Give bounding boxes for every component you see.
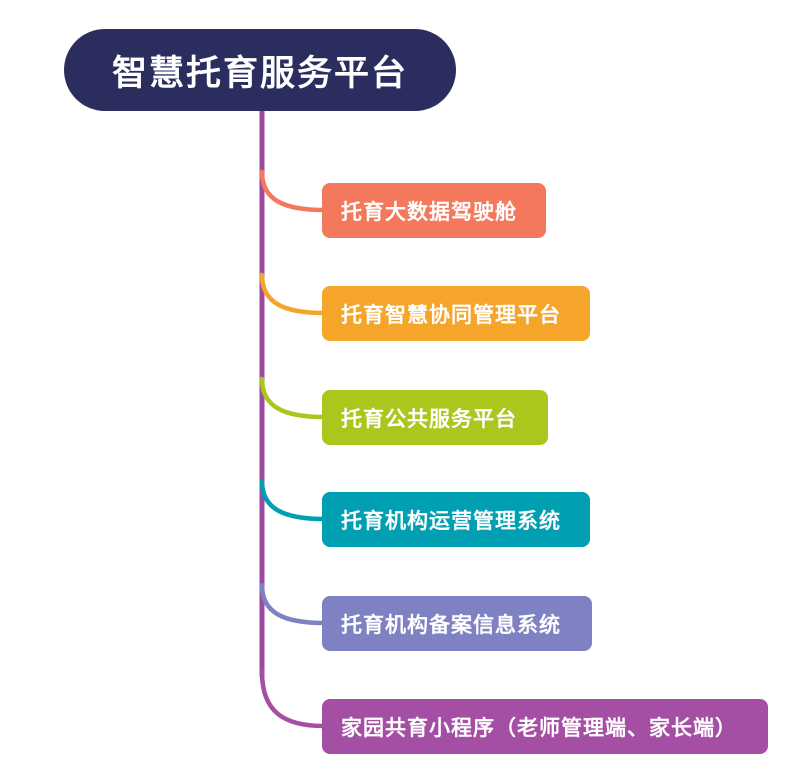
branch-node-label: 托育机构备案信息系统 (341, 613, 561, 637)
branch-connector-3 (259, 376, 327, 420)
branch-connector-5 (259, 582, 327, 626)
branch-connector-1 (259, 169, 327, 213)
root-node: 智慧托育服务平台 (64, 29, 456, 111)
branch-node-institution-operation-system: 托育机构运营管理系统 (322, 492, 590, 547)
branch-node-smart-collaboration-platform: 托育智慧协同管理平台 (322, 286, 590, 341)
branch-connector-4 (259, 478, 327, 522)
branch-node-label: 家园共育小程序（老师管理端、家长端） (341, 716, 737, 740)
branch-node-label: 托育智慧协同管理平台 (341, 303, 561, 327)
branch-connector-2 (259, 272, 327, 316)
branch-node-big-data-cockpit: 托育大数据驾驶舱 (322, 183, 546, 238)
branch-node-label: 托育大数据驾驶舱 (341, 200, 517, 224)
branch-node-institution-filing-system: 托育机构备案信息系统 (322, 596, 592, 651)
branch-node-label: 托育公共服务平台 (341, 407, 517, 431)
branch-node-home-coeducation-miniprogram: 家园共育小程序（老师管理端、家长端） (322, 699, 768, 754)
branch-node-public-service-platform: 托育公共服务平台 (322, 390, 548, 445)
root-node-label: 智慧托育服务平台 (111, 53, 408, 93)
branch-connector-6 (259, 669, 327, 729)
branch-node-label: 托育机构运营管理系统 (341, 509, 561, 533)
